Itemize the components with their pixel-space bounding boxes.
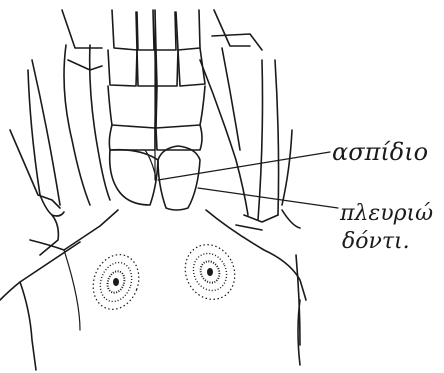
median-plate-column <box>108 10 205 180</box>
left-pigment-spot <box>86 248 146 316</box>
lateral-tooth-label-line2: δόντι. <box>342 229 410 254</box>
shield-leader-line <box>158 152 330 180</box>
lower-outline <box>20 250 300 370</box>
right-pigment-spot <box>176 236 243 307</box>
left-lateral-structures <box>0 10 118 300</box>
lateral-tooth-leader-line <box>198 188 338 208</box>
lateral-tooth-label-line1: πλευριώ <box>339 201 433 226</box>
right-lateral-structures <box>200 10 306 345</box>
shield-label: ασπίδιο <box>332 138 428 166</box>
